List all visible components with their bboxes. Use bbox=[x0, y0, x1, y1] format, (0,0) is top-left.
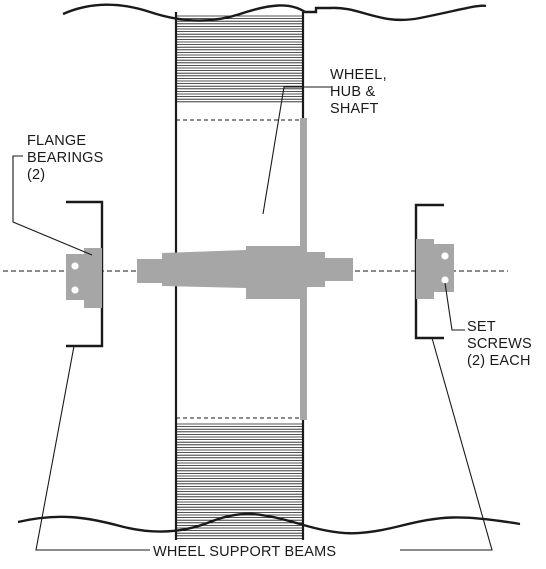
support-beams-leader-left bbox=[35, 345, 150, 551]
support-beams-leader-right bbox=[400, 337, 493, 551]
shaft-hub-assembly bbox=[137, 118, 353, 420]
set-screws-leader bbox=[444, 282, 465, 331]
right-flange-bearing bbox=[416, 239, 454, 299]
wheel-hub-shaft-label: WHEEL, HUB & SHAFT bbox=[330, 67, 391, 117]
right-bearing-screw-top bbox=[441, 252, 449, 260]
left-bearing-bolt-bottom bbox=[71, 286, 79, 294]
flange-leader bbox=[12, 155, 93, 256]
shaft-right-end bbox=[325, 258, 353, 281]
flange-bearings-label: FLANGE BEARINGS (2) bbox=[27, 133, 108, 183]
left-flange-bearing bbox=[66, 248, 102, 308]
right-bearing-screw-bottom bbox=[441, 276, 449, 284]
break-line-top bbox=[62, 3, 487, 22]
wheel-hatching bbox=[176, 15, 303, 539]
hub bbox=[246, 246, 300, 299]
shaft bbox=[137, 250, 246, 288]
wheel-web-plate bbox=[300, 118, 307, 420]
leader-lines bbox=[12, 86, 493, 551]
wheel-leader bbox=[262, 86, 331, 215]
wheel-support-beams-label: WHEEL SUPPORT BEAMS bbox=[153, 544, 336, 560]
left-bearing-bolt-top bbox=[71, 262, 79, 270]
set-screws-label: SET SCREWS (2) EACH bbox=[467, 319, 536, 369]
break-line-bottom bbox=[17, 512, 521, 535]
